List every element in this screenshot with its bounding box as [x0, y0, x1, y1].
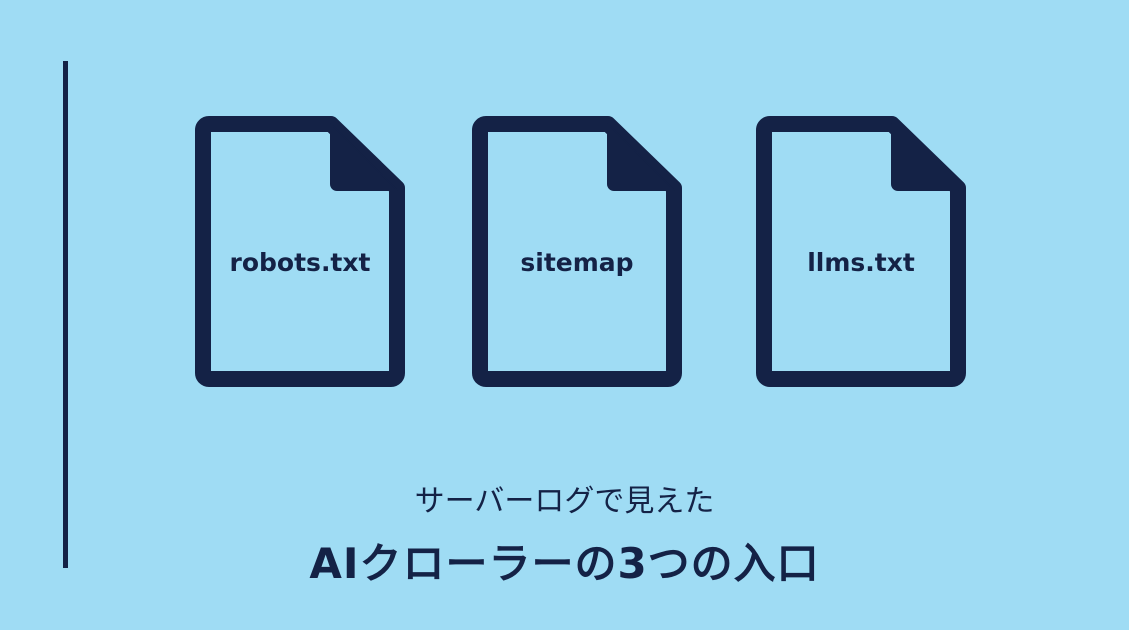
file-llms-txt: llms.txt — [756, 116, 966, 387]
file-icon — [756, 116, 966, 387]
file-label: sitemap — [520, 248, 634, 277]
file-icon — [195, 116, 405, 387]
file-sitemap: sitemap — [472, 116, 682, 387]
caption-title: AIクローラーの3つの入口 — [309, 539, 820, 588]
file-label: robots.txt — [229, 248, 371, 277]
vertical-divider — [63, 61, 68, 568]
file-label: llms.txt — [807, 248, 915, 277]
file-robots-txt: robots.txt — [195, 116, 405, 387]
caption-subtitle: サーバーログで見えた — [414, 484, 715, 519]
file-icon — [472, 116, 682, 387]
